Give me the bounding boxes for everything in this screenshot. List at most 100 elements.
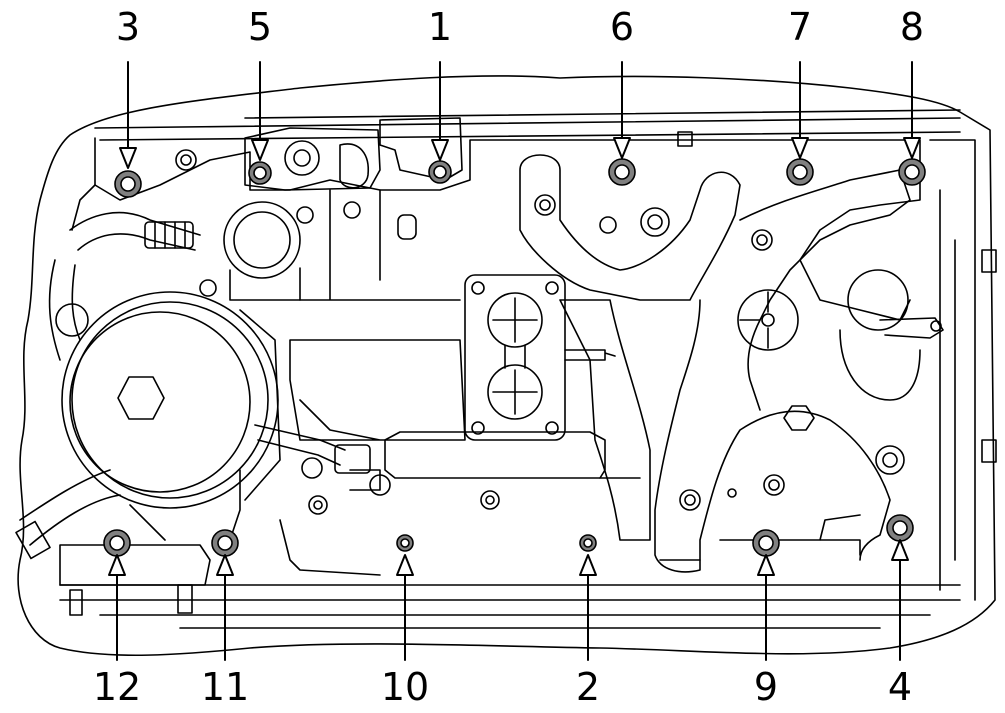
boss-12 (175, 149, 197, 171)
flange-side-tube (564, 349, 616, 361)
bolt-9 (752, 529, 780, 557)
boss-4-inner (756, 234, 768, 246)
callout-label-10: 10 (381, 665, 429, 708)
bolt-2 (579, 534, 597, 552)
callout-label-6: 6 (610, 5, 634, 49)
bolt-4 (886, 514, 914, 542)
right-nut-a (981, 249, 997, 273)
bolt-6 (608, 158, 636, 186)
sensor-port (284, 140, 320, 176)
callout-label-9: 9 (754, 665, 778, 708)
runner-hex-bolt (783, 405, 815, 431)
boss-7-inner (768, 479, 780, 491)
runner-far-right (739, 169, 911, 411)
boss-9 (308, 495, 328, 515)
lower-plate (289, 339, 466, 441)
lower-bracket-lip (349, 469, 381, 491)
runner-center (559, 299, 651, 541)
arrow-5 (251, 61, 269, 161)
boss-9-inner (313, 500, 323, 510)
boss-5 (875, 445, 905, 475)
lower-bracket (384, 431, 606, 479)
runner-right (654, 299, 891, 573)
boss-2-inner (647, 214, 663, 230)
right-housing-body (839, 329, 921, 401)
callout-label-4: 4 (888, 665, 912, 708)
bolt-3 (114, 170, 142, 198)
bolt-12 (103, 529, 131, 557)
plate-bolt1 (379, 117, 463, 181)
bolt-5 (248, 161, 272, 185)
sensor-port-inner (293, 149, 311, 167)
thermostat-bolt-r (296, 206, 314, 224)
top-arrows (119, 61, 921, 169)
boss-13 (343, 201, 361, 219)
flange-screw-tr (545, 281, 559, 295)
callout-label-5: 5 (248, 5, 272, 49)
boss-8 (480, 490, 500, 510)
bolt-1 (428, 160, 452, 184)
boss-15 (677, 131, 693, 147)
flange-screw-br (545, 421, 559, 435)
left-hose-fitting (55, 303, 89, 337)
hose-clamp (144, 221, 194, 249)
oil-filter-hex (117, 376, 165, 420)
boss-5-inner (882, 452, 898, 468)
flange-port-bridge (504, 344, 526, 369)
bottom-left-tab-2 (69, 589, 83, 616)
callout-label-3: 3 (116, 5, 140, 49)
bolt-11 (211, 529, 239, 557)
boss-2 (640, 207, 670, 237)
bottom-labels: 12 11 10 2 9 4 (93, 665, 912, 709)
lower-left-fitting (15, 520, 51, 560)
arrow-2 (579, 554, 597, 661)
sensor-slot (339, 143, 369, 189)
boss-14 (397, 214, 417, 240)
boss-3 (599, 216, 617, 234)
arrow-1 (431, 61, 449, 161)
runner-left (519, 154, 741, 301)
arrow-4 (891, 539, 909, 661)
left-hose (48, 259, 81, 361)
callout-label-11: 11 (201, 665, 249, 708)
boss-6-inner (684, 494, 696, 506)
thermostat-neck (229, 267, 301, 301)
sensor-bracket (244, 127, 381, 191)
boss-6 (679, 489, 701, 511)
boss-4 (751, 229, 773, 251)
engine-outline (17, 75, 996, 657)
hose-clamp-lines (154, 221, 186, 249)
right-housing-pin (930, 320, 942, 332)
arrow-11 (216, 554, 234, 661)
boss-8-inner (485, 495, 495, 505)
right-housing (847, 269, 909, 331)
boss-12-inner (180, 154, 192, 166)
right-disc-hub (761, 313, 775, 327)
center-flange (464, 274, 566, 441)
boss-1-inner (539, 199, 551, 211)
boss-1 (534, 194, 556, 216)
oil-filter-flange (239, 309, 281, 501)
boss-10 (369, 474, 391, 496)
top-labels: 3 5 1 6 7 8 (116, 5, 924, 49)
flange-screw-tl (471, 281, 485, 295)
cooler-tube (254, 424, 346, 466)
bolt-7 (786, 158, 814, 186)
right-disc-slots (739, 291, 769, 349)
bottom-left-bracket (59, 504, 211, 586)
bottom-rail (59, 584, 961, 629)
flange-port-top (487, 292, 543, 348)
callout-label-12: 12 (93, 665, 141, 708)
oil-filter-body (69, 311, 251, 493)
right-side-panel (929, 139, 976, 601)
manifold-upper-flange (94, 137, 921, 321)
bolt-10 (396, 534, 414, 552)
right-housing-arm (879, 317, 944, 339)
oil-filter-rim (71, 301, 269, 499)
structure-lines (71, 184, 861, 576)
bottom-arrows (108, 539, 909, 661)
right-disc (737, 289, 799, 351)
bottom-left-tab (177, 584, 193, 614)
